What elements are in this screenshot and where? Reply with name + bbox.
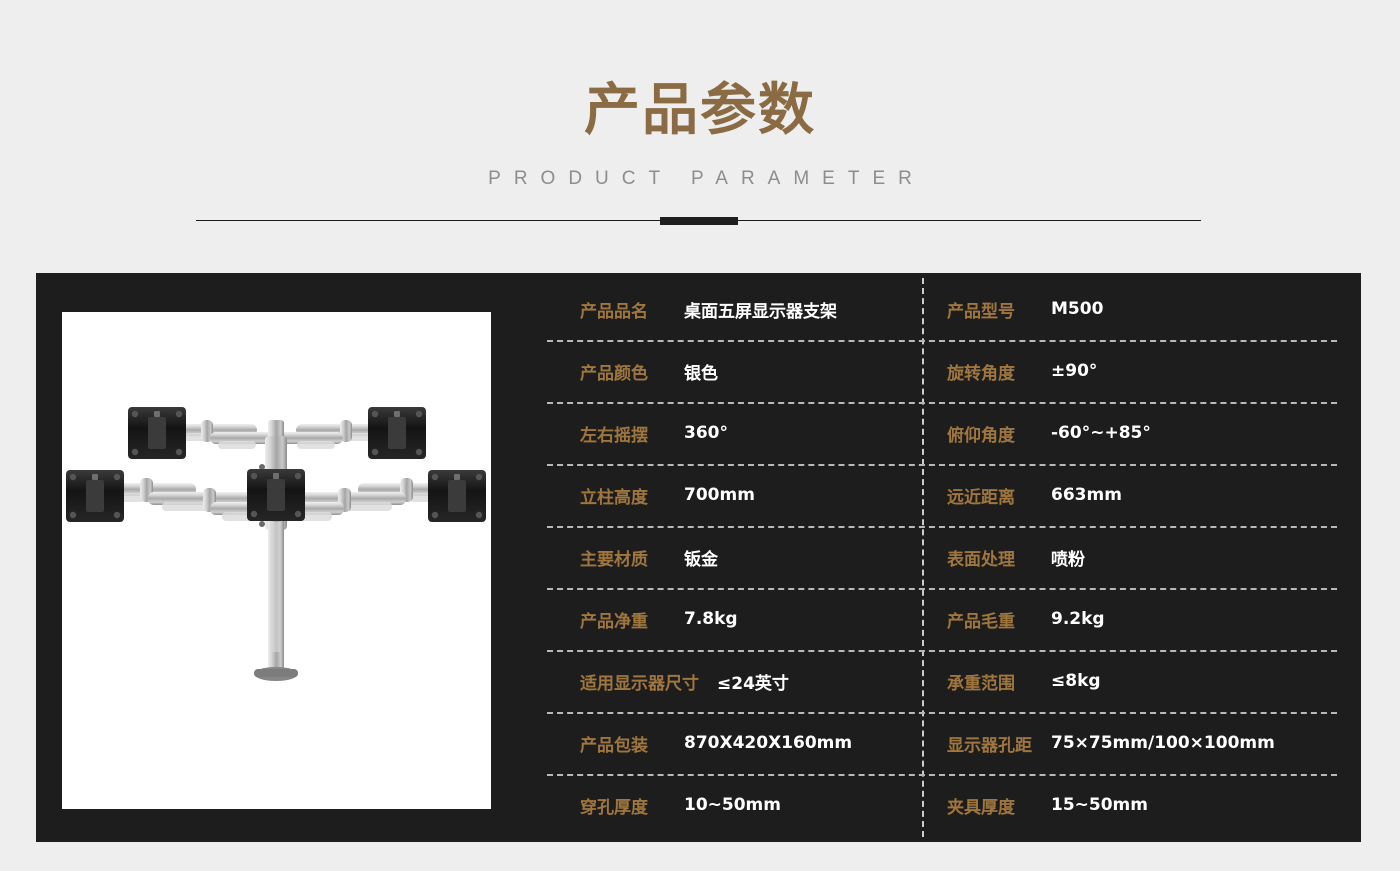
spec-cell-right: 产品毛重 9.2kg (922, 588, 1337, 650)
spec-cell-right: 俯仰角度 -60°~+85° (922, 402, 1337, 464)
spec-cell-left: 主要材质 钣金 (547, 526, 922, 588)
spec-value: 7.8kg (684, 609, 738, 629)
spec-value: M500 (1051, 299, 1104, 319)
spec-cell-left: 立柱高度 700mm (547, 464, 922, 526)
table-row: 左右摇摆 360° 俯仰角度 -60°~+85° (547, 402, 1337, 464)
page-title: 产品参数 (584, 78, 816, 143)
spec-cell-right: 旋转角度 ±90° (922, 340, 1337, 402)
spec-label: 产品毛重 (947, 611, 1015, 632)
spec-value: 喷粉 (1051, 549, 1085, 570)
spec-panel: 产品品名 桌面五屏显示器支架 产品型号 M500 产品颜色 银色 旋转角度 ±9… (36, 273, 1361, 842)
table-row: 穿孔厚度 10~50mm 夹具厚度 15~50mm (547, 774, 1337, 836)
table-row: 产品颜色 银色 旋转角度 ±90° (547, 340, 1337, 402)
spec-cell-right: 表面处理 喷粉 (922, 526, 1337, 588)
divider-center-block (660, 217, 738, 225)
header-divider (196, 217, 1201, 225)
spec-label: 旋转角度 (947, 363, 1015, 384)
spec-value: 700mm (684, 485, 755, 505)
spec-cell-left: 穿孔厚度 10~50mm (547, 774, 922, 836)
monitor-mount-illustration (66, 407, 486, 681)
spec-cell-right: 远近距离 663mm (922, 464, 1337, 526)
spec-cell-right: 承重范围 ≤8kg (922, 650, 1337, 712)
spec-cell-right: 夹具厚度 15~50mm (922, 774, 1337, 836)
spec-label: 表面处理 (947, 549, 1015, 570)
spec-cell-left: 左右摇摆 360° (547, 402, 922, 464)
spec-label: 产品型号 (947, 301, 1015, 322)
spec-cell-left: 产品颜色 银色 (547, 340, 922, 402)
spec-cell-left: 产品包装 870X420X160mm (547, 712, 922, 774)
spec-value: 10~50mm (684, 795, 781, 815)
spec-label: 产品品名 (580, 301, 648, 322)
spec-label: 立柱高度 (580, 487, 648, 508)
spec-label: 适用显示器尺寸 (580, 673, 699, 694)
column-divider (922, 278, 924, 837)
page-header: 产品参数 PRODUCT PARAMETER (0, 0, 1400, 273)
spec-label: 穿孔厚度 (580, 797, 648, 818)
spec-label: 左右摇摆 (580, 425, 648, 446)
spec-cell-left: 产品净重 7.8kg (547, 588, 922, 650)
page-subtitle: PRODUCT PARAMETER (488, 168, 925, 189)
spec-value: 9.2kg (1051, 609, 1105, 629)
spec-value: 663mm (1051, 485, 1122, 505)
table-row: 主要材质 钣金 表面处理 喷粉 (547, 526, 1337, 588)
spec-value: 870X420X160mm (684, 733, 853, 753)
spec-value: 钣金 (684, 549, 718, 570)
spec-cell-right: 产品型号 M500 (922, 278, 1337, 340)
table-row: 产品品名 桌面五屏显示器支架 产品型号 M500 (547, 278, 1337, 340)
spec-value: 75×75mm/100×100mm (1051, 733, 1275, 753)
spec-cell-left: 适用显示器尺寸 ≤24英寸 (547, 650, 922, 712)
spec-value: 桌面五屏显示器支架 (684, 301, 837, 322)
spec-label: 远近距离 (947, 487, 1015, 508)
product-image (62, 312, 491, 809)
spec-cell-right: 显示器孔距 75×75mm/100×100mm (922, 712, 1337, 774)
spec-value: -60°~+85° (1051, 423, 1151, 443)
spec-value: ±90° (1051, 361, 1098, 381)
spec-value: 15~50mm (1051, 795, 1148, 815)
spec-value: 银色 (684, 363, 718, 384)
spec-value: 360° (684, 423, 728, 443)
spec-label: 产品净重 (580, 611, 648, 632)
spec-value: ≤24英寸 (717, 673, 789, 694)
spec-value: ≤8kg (1051, 671, 1101, 691)
table-row: 产品包装 870X420X160mm 显示器孔距 75×75mm/100×100… (547, 712, 1337, 774)
table-row: 立柱高度 700mm 远近距离 663mm (547, 464, 1337, 526)
spec-cell-left: 产品品名 桌面五屏显示器支架 (547, 278, 922, 340)
spec-label: 俯仰角度 (947, 425, 1015, 446)
spec-label: 夹具厚度 (947, 797, 1015, 818)
spec-label: 主要材质 (580, 549, 648, 570)
spec-label: 显示器孔距 (947, 735, 1032, 756)
spec-label: 产品颜色 (580, 363, 648, 384)
spec-label: 产品包装 (580, 735, 648, 756)
spec-label: 承重范围 (947, 673, 1015, 694)
specification-table: 产品品名 桌面五屏显示器支架 产品型号 M500 产品颜色 银色 旋转角度 ±9… (547, 278, 1337, 837)
table-row: 适用显示器尺寸 ≤24英寸 承重范围 ≤8kg (547, 650, 1337, 712)
table-row: 产品净重 7.8kg 产品毛重 9.2kg (547, 588, 1337, 650)
